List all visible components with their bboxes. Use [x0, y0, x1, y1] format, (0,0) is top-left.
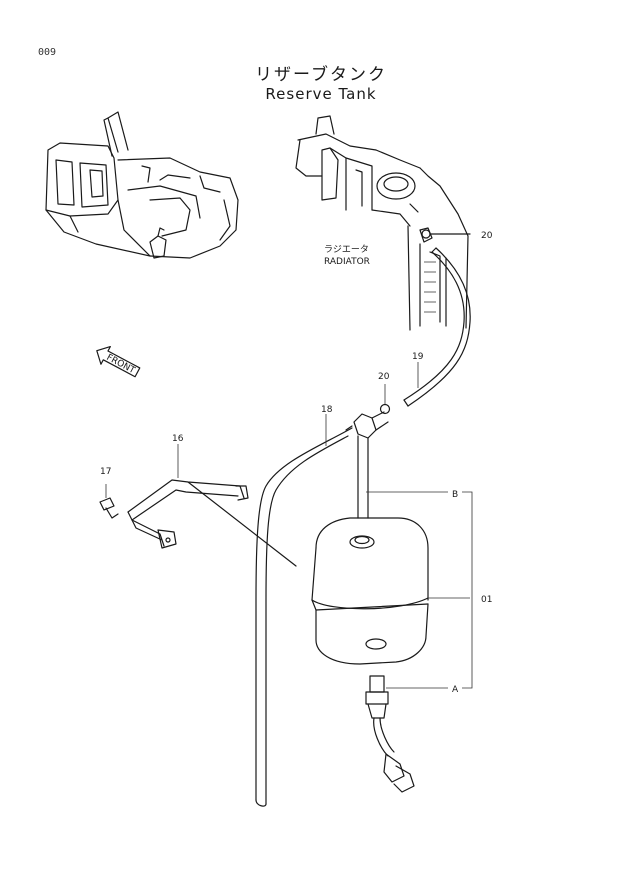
radiator-label-jp: ラジエータ [324, 244, 369, 255]
callout-17: 17 [100, 467, 111, 477]
radiator-assembly: ラジエータ RADIATOR [295, 115, 469, 331]
clamp-20-top [421, 229, 471, 239]
t-connector [345, 411, 389, 439]
bracket-16 [127, 479, 297, 567]
bolt-17 [99, 484, 119, 519]
clamp-20-mid [379, 384, 391, 415]
title-english: Reserve Tank [265, 85, 377, 103]
reserve-tank [311, 517, 470, 665]
hose-19 [403, 247, 471, 407]
excavator-overview [45, 111, 239, 259]
tank-inlet-hose [357, 435, 369, 519]
callout-labels: 20 19 20 18 16 17 01 B A [100, 231, 493, 695]
ref-b-label: B [452, 490, 458, 500]
callout-18: 18 [321, 405, 333, 415]
level-sensor [365, 675, 415, 793]
callout-19: 19 [412, 352, 424, 362]
hose-18 [255, 427, 353, 807]
front-arrow: FRONT [96, 345, 141, 378]
callout-20-mid: 20 [378, 372, 390, 382]
radiator-label-en: RADIATOR [324, 257, 370, 267]
ref-a-label: A [452, 685, 459, 695]
title-japanese: リザーブタンク [255, 65, 387, 85]
callout-01: 01 [481, 595, 492, 605]
callout-20-top: 20 [481, 231, 493, 241]
page-number: 009 [38, 47, 57, 58]
callout-16: 16 [172, 434, 184, 444]
front-label: FRONT [105, 353, 137, 376]
